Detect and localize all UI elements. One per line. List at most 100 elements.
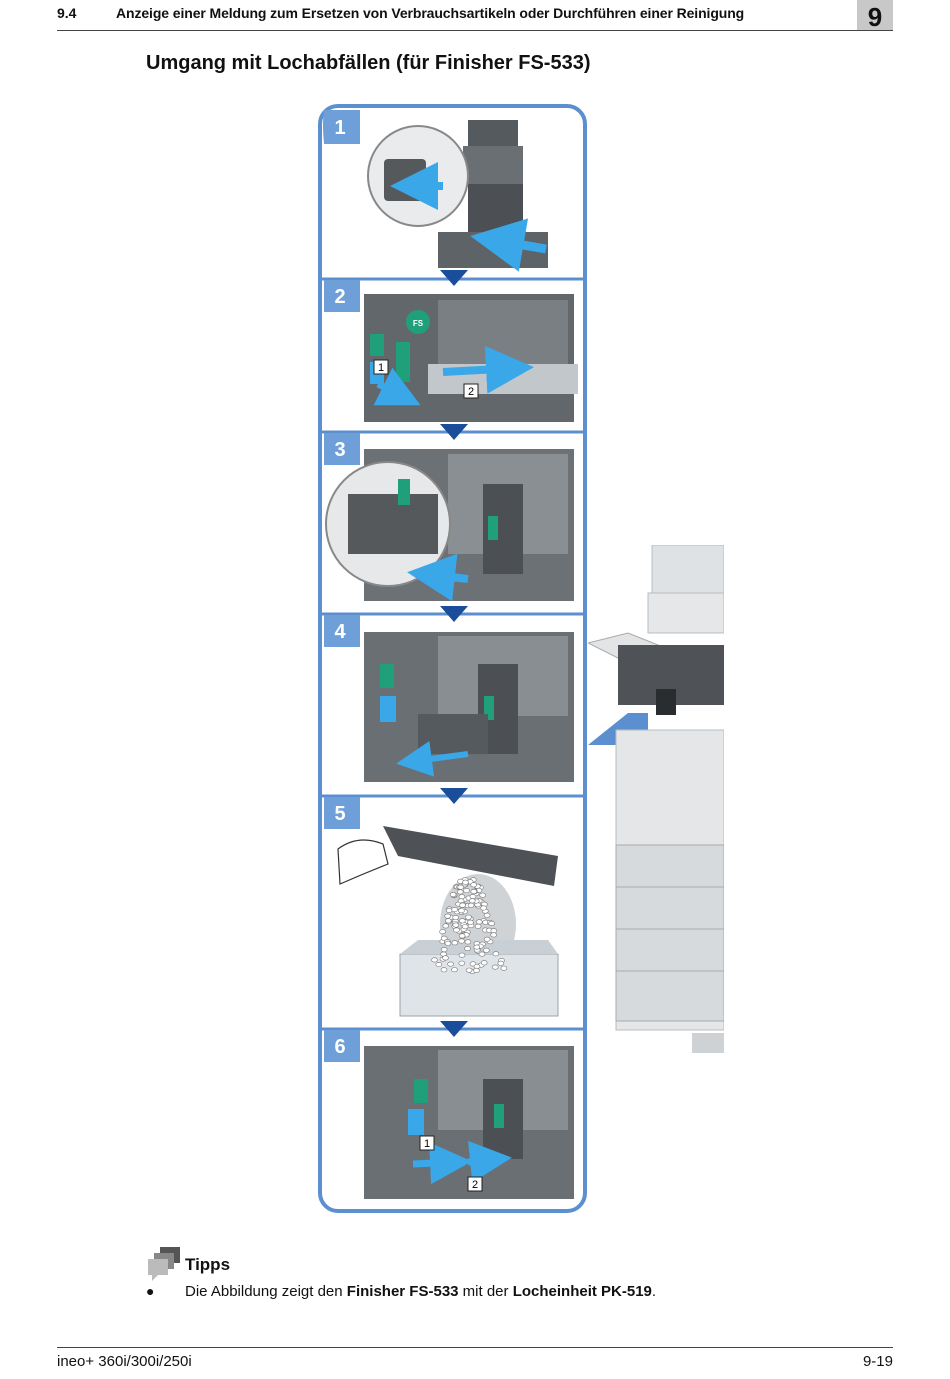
- punch-waste-chip: [445, 907, 453, 913]
- punch-waste-chip: [479, 892, 486, 898]
- tips-icon: [148, 1247, 180, 1281]
- punch-waste-chip: [467, 902, 475, 908]
- tips-text-post: .: [651, 1283, 657, 1300]
- punch-waste-chip: [459, 902, 466, 908]
- punch-waste-chip: [458, 952, 466, 958]
- punch-waste-chip: [458, 894, 466, 900]
- punch-waste-chip: [458, 908, 465, 914]
- punch-waste-chip: [467, 919, 474, 925]
- punch-waste-chip: [451, 967, 458, 973]
- step-arrow-down-2: [440, 424, 468, 440]
- punch-waste-chip: [461, 924, 469, 930]
- page-header: 9.4 Anzeige einer Meldung zum Ersetzen v…: [57, 0, 893, 31]
- step-arrow-down-3: [440, 606, 468, 622]
- punch-waste-chip: [480, 905, 487, 911]
- step3-illustration: [325, 449, 574, 602]
- punch-waste-chip: [452, 914, 459, 920]
- step-badge-4: 4: [324, 615, 360, 647]
- tips-text-mid: mit der: [458, 1283, 513, 1300]
- punch-waste-chip: [442, 955, 449, 961]
- chapter-badge: 9: [857, 0, 893, 32]
- punch-waste-chip: [439, 929, 446, 935]
- punch-waste-chip: [451, 906, 458, 912]
- punch-waste-chip: [490, 928, 498, 934]
- punch-waste-chip: [458, 938, 465, 944]
- section-title: Anzeige einer Meldung zum Ersetzen von V…: [116, 5, 745, 21]
- step-badge-6: 6: [324, 1030, 360, 1062]
- step6-illustration: 1 2: [364, 1046, 574, 1199]
- punch-waste-chip: [440, 947, 448, 953]
- punch-waste-chip: [492, 951, 500, 957]
- step-arrow-down-5: [440, 1021, 468, 1037]
- svg-text:3: 3: [334, 439, 345, 461]
- punch-waste-chip: [431, 957, 438, 963]
- step-badge-5: 5: [324, 797, 360, 829]
- step-arrow-down-4: [440, 788, 468, 804]
- punch-waste-chip: [452, 922, 460, 928]
- punch-waste-chip: [453, 927, 460, 933]
- punch-waste-chip: [451, 940, 459, 946]
- svg-text:2: 2: [334, 286, 345, 308]
- punch-waste-chip: [469, 893, 477, 899]
- punch-waste-chip: [458, 960, 466, 966]
- punch-waste-chip: [483, 947, 490, 953]
- punch-waste-chip: [478, 951, 486, 957]
- step-badge-1: 1: [323, 110, 360, 144]
- punch-waste-chip: [500, 965, 508, 971]
- punch-waste-chip: [473, 967, 480, 973]
- punch-waste-chip: [465, 914, 472, 920]
- punch-waste-chip: [435, 961, 443, 967]
- svg-text:4: 4: [334, 621, 346, 643]
- step-badge-2: 2: [324, 280, 360, 312]
- punch-waste-chip: [464, 939, 472, 945]
- punch-waste-chip: [458, 933, 466, 939]
- punch-waste-chip: [491, 964, 499, 970]
- punch-waste-chip: [444, 913, 451, 919]
- tips-text: Die Abbildung zeigt den Finisher FS-533 …: [185, 1283, 656, 1300]
- punch-waste-chip: [459, 918, 466, 924]
- svg-text:1: 1: [424, 1138, 430, 1150]
- svg-text:1: 1: [334, 117, 345, 139]
- punch-waste-chip: [444, 940, 452, 946]
- footer-page-number: 9-19: [862, 1353, 893, 1370]
- svg-text:6: 6: [334, 1036, 345, 1058]
- punch-waste-chip: [469, 898, 476, 904]
- punch-waste-chip: [470, 888, 478, 894]
- page-title: Umgang mit Lochabfällen (für Finisher FS…: [146, 52, 591, 74]
- punch-waste-chip: [483, 936, 491, 942]
- punch-waste-chip: [442, 923, 450, 929]
- step4-illustration: [364, 632, 574, 782]
- tips-heading: Tipps: [185, 1255, 231, 1274]
- punch-waste-chip: [445, 918, 452, 924]
- punch-waste-chip: [473, 944, 481, 950]
- tips-bold-finisher: Finisher FS-533: [346, 1283, 459, 1300]
- svg-text:2: 2: [472, 1179, 478, 1191]
- svg-text:5: 5: [334, 803, 345, 825]
- svg-text:2: 2: [468, 386, 474, 398]
- punch-waste-chip: [465, 967, 473, 973]
- punch-waste-chip: [449, 892, 457, 898]
- punch-waste-chip: [470, 882, 477, 888]
- step1-illustration: [367, 120, 548, 272]
- section-number: 9.4: [57, 5, 77, 21]
- svg-text:1: 1: [378, 362, 384, 374]
- machine-side-illustration: [588, 545, 724, 1053]
- tips-bold-punch-unit: Locheinheit PK-519: [512, 1283, 652, 1300]
- footer-model: ineo+ 360i/300i/250i: [57, 1353, 192, 1370]
- step-illustration-panel: 1 2 3 4 5 6 FS: [318, 104, 587, 1213]
- tips-text-pre: Die Abbildung zeigt den: [185, 1283, 347, 1300]
- punch-waste-chip: [475, 919, 483, 925]
- punch-waste-chip: [457, 884, 464, 890]
- punch-waste-chip: [464, 946, 471, 952]
- page-footer: ineo+ 360i/300i/250i 9-19: [57, 1347, 893, 1370]
- punch-waste-chip: [462, 879, 469, 885]
- punch-waste-chip: [490, 932, 497, 938]
- punch-waste-chip: [440, 967, 448, 973]
- bullet-icon: ●: [146, 1283, 155, 1299]
- punch-waste-chip: [488, 920, 495, 926]
- punch-waste-chip: [463, 887, 470, 893]
- punch-waste-chip: [447, 961, 454, 967]
- punch-waste-chip: [483, 912, 491, 918]
- svg-text:FS: FS: [413, 319, 424, 328]
- step-arrow-down-1: [440, 270, 468, 286]
